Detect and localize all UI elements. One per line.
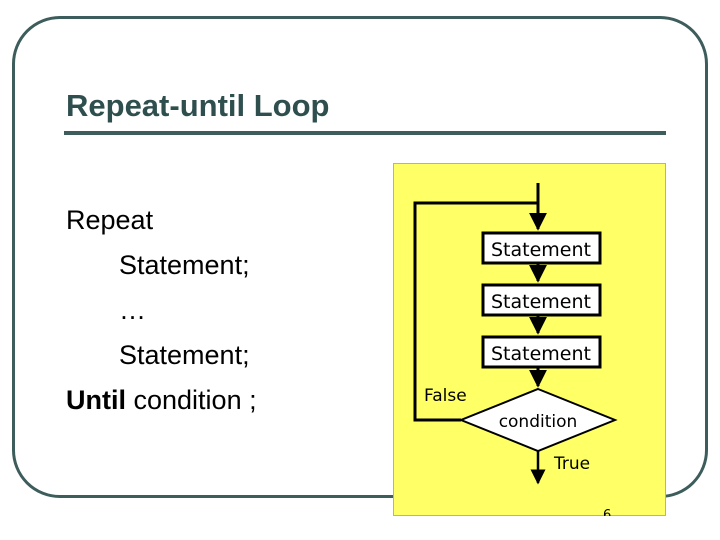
repeat-until-flowchart: Statement Statement Statement condition … xyxy=(413,183,618,516)
statement-box-3: Statement xyxy=(481,335,602,369)
title-underline xyxy=(64,131,666,135)
code-line-statement-1: Statement; xyxy=(119,250,250,280)
statement-label-2: Statement xyxy=(491,291,591,313)
code-line-ellipsis: … xyxy=(119,295,146,325)
statement-box-1: Statement xyxy=(481,231,602,265)
statement-label-3: Statement xyxy=(491,343,591,365)
false-loop-path xyxy=(413,201,538,422)
code-line-until: Until condition ; xyxy=(66,378,257,423)
statement-label-1: Statement xyxy=(491,239,591,261)
until-condition: condition ; xyxy=(126,385,257,415)
condition-label: condition xyxy=(499,412,578,432)
statement-box-2: Statement xyxy=(481,283,602,317)
condition-diamond: condition xyxy=(458,387,618,453)
false-label: False xyxy=(424,386,467,406)
page-number: 6 xyxy=(603,508,611,516)
until-keyword: Until xyxy=(66,385,126,415)
pseudocode-block: Repeat Statement; … Statement; Until con… xyxy=(66,198,257,423)
slide-title: Repeat-until Loop xyxy=(66,88,330,123)
code-line-statement-2: Statement; xyxy=(119,340,250,370)
code-line-repeat: Repeat xyxy=(66,205,154,235)
true-label: True xyxy=(553,454,590,474)
